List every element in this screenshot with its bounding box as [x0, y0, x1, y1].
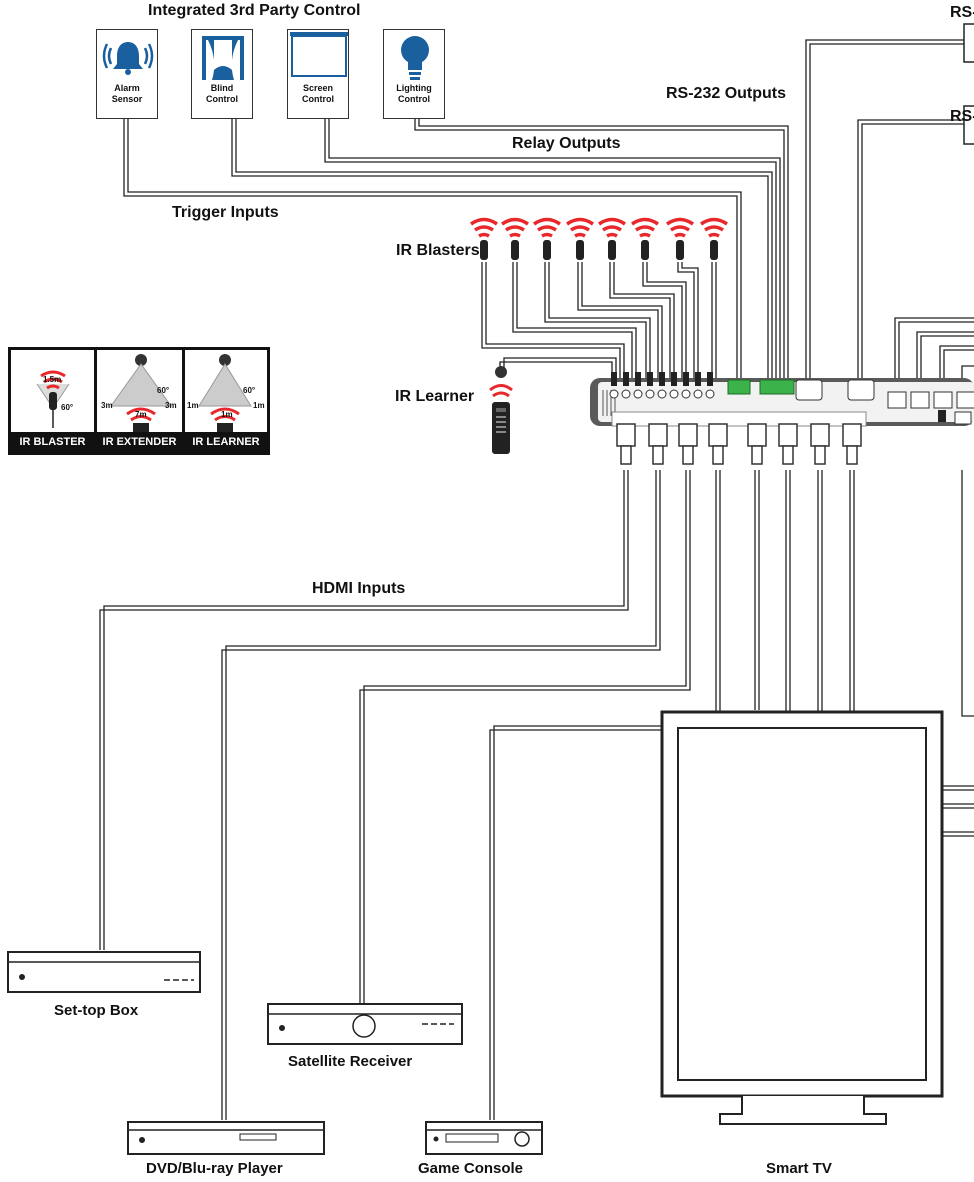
rs232-mid-label: RS- — [950, 108, 974, 125]
learner-right: 1m — [253, 401, 265, 410]
ir-blaster-icon — [598, 217, 626, 260]
screen-control-caption: Screen Control — [302, 83, 334, 104]
set-top-box-device — [7, 951, 201, 993]
legend-ir-extender: 3m 3m 7m 60° IR EXTENDER — [97, 350, 185, 452]
ir-jack — [633, 372, 643, 399]
ir-blasters-label: IR Blasters — [396, 242, 480, 259]
projector-screen-icon — [290, 32, 348, 77]
rs232-port-2 — [847, 379, 875, 401]
extender-left: 3m — [101, 401, 113, 410]
hdmi-inputs-label: HDMI Inputs — [312, 580, 406, 597]
ir-blaster-icon — [666, 217, 694, 260]
relay-wire-screen — [324, 119, 777, 378]
legend-title-learner: IR LEARNER — [185, 432, 267, 452]
ir-jack — [669, 372, 679, 399]
hdmi-wire-dvd — [225, 470, 657, 1120]
satellite-receiver-device — [267, 1003, 463, 1045]
hdmi-plug — [678, 423, 698, 465]
trigger-terminal — [727, 379, 751, 395]
ir-jack — [657, 372, 667, 399]
legend-ir-blaster: 1.5m 60° IR BLASTER — [11, 350, 97, 452]
blaster-range: 1.5m — [43, 375, 62, 384]
ir-wire-1 — [481, 262, 621, 378]
dvd-player-label: DVD/Blu-ray Player — [146, 1160, 283, 1177]
ir-blaster-icon — [470, 217, 498, 260]
set-top-box-label: Set-top Box — [54, 1002, 139, 1019]
ir-jack — [621, 372, 631, 399]
trigger-wire — [123, 119, 738, 378]
extender-range: 7m — [135, 410, 147, 419]
dvd-player-device — [127, 1121, 325, 1155]
hdmi-wire-settop — [103, 470, 625, 950]
game-console-device — [425, 1121, 543, 1155]
ir-blasters-group — [470, 217, 728, 260]
ir-learner-icon — [489, 366, 513, 454]
ir-blaster-icon — [533, 217, 561, 260]
satellite-receiver-label: Satellite Receiver — [288, 1053, 413, 1070]
lighting-control-card: Lighting Control — [383, 29, 445, 119]
hdmi-plug — [616, 423, 636, 465]
rs232-device-1 — [963, 23, 974, 63]
hdmi-plug — [842, 423, 862, 465]
hdmi-plug — [810, 423, 830, 465]
hdmi-plug — [778, 423, 798, 465]
relay-terminal — [759, 379, 795, 395]
matrix-switcher — [590, 372, 974, 427]
blind-control-card: Blind Control — [191, 29, 253, 119]
hdmi-wire-satellite — [363, 470, 687, 1003]
blind-control-caption: Blind Control — [206, 83, 238, 104]
smart-tv-device — [660, 710, 944, 1125]
ir-jack — [681, 372, 691, 399]
extender-angle: 60° — [157, 386, 170, 395]
blind-curtain-icon — [202, 36, 244, 80]
relay-outputs-label: Relay Outputs — [512, 135, 621, 152]
ir-jack — [693, 372, 703, 399]
ir-blaster-icon — [566, 217, 594, 260]
learner-angle: 60° — [243, 386, 256, 395]
screen-control-card: Screen Control — [287, 29, 349, 119]
ir-blaster-icon — [501, 217, 529, 260]
extender-right: 3m — [165, 401, 177, 410]
lighting-control-caption: Lighting Control — [396, 83, 432, 104]
learner-range: 1m — [221, 410, 233, 419]
trigger-inputs-label: Trigger Inputs — [172, 204, 279, 221]
ir-blaster-coverage-icon — [36, 370, 70, 428]
rs232-device-2 — [963, 105, 974, 145]
ir-learner-wire — [499, 361, 613, 378]
relay-wire-blind — [231, 119, 769, 378]
rs232-wire-2 — [857, 119, 964, 385]
hdmi-wire-game — [493, 470, 717, 1120]
legend-ir-learner: 1m 1m 1m 60° IR LEARNER — [185, 350, 267, 452]
hdmi-plug — [708, 423, 728, 465]
rs232-port-1 — [795, 379, 823, 401]
ir-extender-coverage-icon — [110, 354, 172, 432]
ir-learner-coverage-icon — [198, 354, 252, 432]
rs232-top-label: RS- — [950, 4, 974, 21]
alarm-sensor-card: Alarm Sensor — [96, 29, 158, 119]
alarm-sensor-caption: Alarm Sensor — [111, 83, 143, 104]
relay-wire-lighting — [414, 119, 785, 378]
hdmi-plug — [648, 423, 668, 465]
ir-blaster-icon — [700, 217, 728, 260]
integrated-control-title: Integrated 3rd Party Control — [148, 2, 361, 19]
ir-jack — [645, 372, 655, 399]
blaster-angle: 60° — [61, 403, 74, 412]
ir-jack — [609, 372, 619, 399]
game-console-label: Game Console — [418, 1160, 524, 1177]
legend-title-blaster: IR BLASTER — [11, 432, 94, 452]
light-bulb-icon — [401, 36, 429, 80]
hdmi-plug — [747, 423, 767, 465]
ir-range-legend: 1.5m 60° IR BLASTER 3m 3m 7m 60° IR EXTE… — [8, 347, 270, 455]
ir-blaster-icon — [631, 217, 659, 260]
learner-left: 1m — [187, 401, 199, 410]
ir-learner-label: IR Learner — [395, 388, 475, 405]
smart-tv-label: Smart TV — [766, 1160, 832, 1177]
legend-title-extender: IR EXTENDER — [97, 432, 182, 452]
ir-jack — [705, 372, 715, 399]
rs232-outputs-label: RS-232 Outputs — [666, 85, 787, 102]
rs232-wire-1 — [805, 39, 964, 385]
alarm-bell-icon — [102, 42, 154, 75]
